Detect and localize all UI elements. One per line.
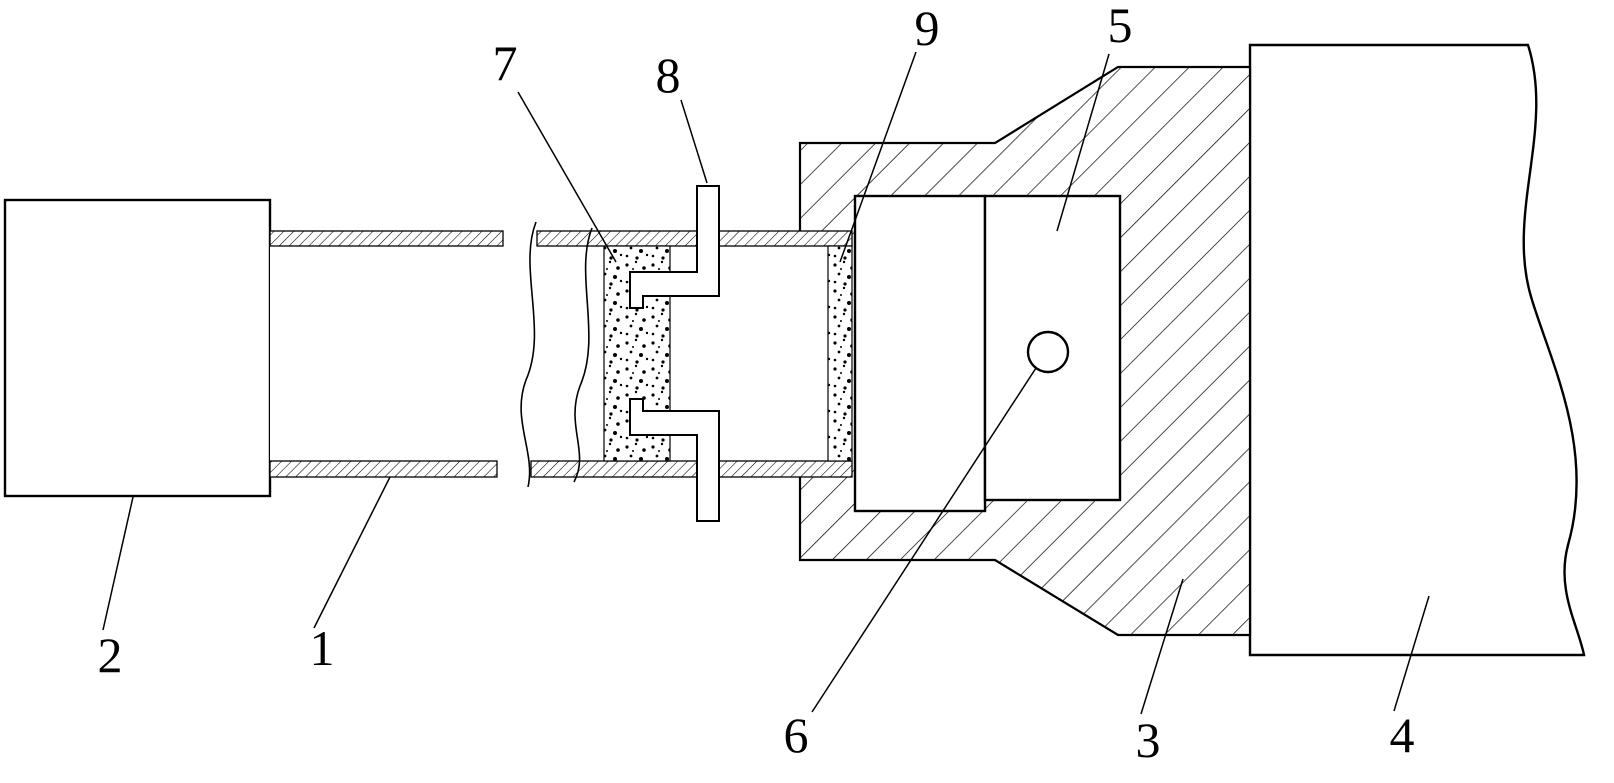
part-label-2: 2 [98, 627, 123, 683]
leader-line-5 [1056, 53, 1110, 232]
leader-line-7 [517, 91, 617, 263]
part-2-left-block [3, 198, 272, 498]
clamp-bracket-top [629, 185, 720, 309]
part-label-5: 5 [1108, 0, 1133, 53]
leader-line-4 [1393, 595, 1430, 712]
pipe-wall-bottom-right [530, 460, 853, 478]
part-8-clamp-bracket [629, 185, 720, 522]
part-labels: 7 8 9 5 2 1 6 3 4 [98, 0, 1415, 768]
part-label-7: 7 [493, 35, 518, 91]
break-wave-left [520, 221, 537, 488]
part-1-pipe-bore [270, 246, 855, 461]
insert-block-left [853, 194, 987, 513]
part-label-6: 6 [784, 707, 809, 763]
break-wave-right [573, 227, 593, 483]
leader-line-9 [839, 51, 917, 263]
leader-line-1 [313, 476, 391, 629]
part-6-pin-hole [1026, 330, 1070, 374]
pipe-wall-top-right [536, 230, 853, 247]
part-4-end-block [1248, 43, 1586, 657]
leader-line-6 [811, 367, 1037, 713]
leader-line-8 [680, 99, 708, 184]
part-label-9: 9 [915, 0, 940, 56]
part-label-1: 1 [310, 620, 335, 676]
part-9-seal-band [827, 245, 853, 462]
pipe-wall-bottom-left [269, 460, 498, 478]
leader-line-3 [1140, 578, 1184, 715]
pipe-break-symbol [520, 221, 593, 488]
part-5-insert-block [853, 194, 1122, 513]
part-label-4: 4 [1390, 707, 1415, 763]
part-label-8: 8 [656, 47, 681, 103]
pipe-wall-top-left [269, 230, 504, 247]
part-1-pipe-walls [269, 230, 853, 478]
leader-lines [102, 51, 1430, 715]
leader-line-2 [102, 496, 134, 631]
clamp-bracket-bottom [629, 398, 720, 522]
part-label-3: 3 [1136, 712, 1161, 768]
